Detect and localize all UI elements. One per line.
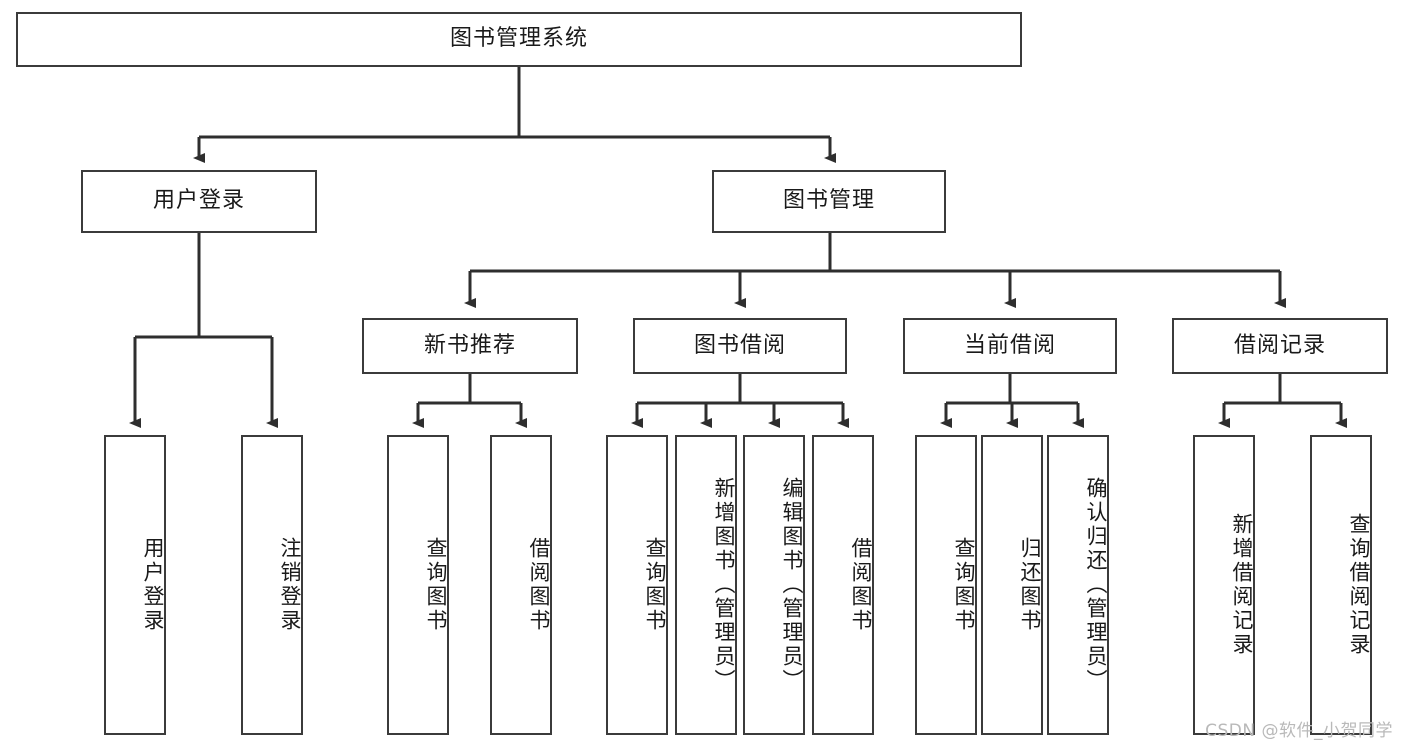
leaf-borrow-borrow-book[interactable]: 借阅图书 bbox=[812, 435, 874, 735]
leaf-current-query-book[interactable]: 查询图书 bbox=[915, 435, 977, 735]
leaf-current-confirm-return-admin[interactable]: 确认归还（管理员） bbox=[1047, 435, 1109, 735]
leaf-user-login-login[interactable]: 用户登录 bbox=[104, 435, 166, 735]
node-label: 查询借阅记录 bbox=[1347, 513, 1371, 657]
leaf-record-query-record[interactable]: 查询借阅记录 bbox=[1310, 435, 1372, 735]
node-label: 编辑图书（管理员） bbox=[780, 477, 804, 693]
node-user-login[interactable]: 用户登录 bbox=[81, 170, 317, 233]
node-label: 借阅图书 bbox=[849, 537, 873, 633]
node-label: 图书借阅 bbox=[693, 332, 786, 358]
node-book-management[interactable]: 图书管理 bbox=[712, 170, 946, 233]
node-label: 图书管理 bbox=[782, 188, 875, 214]
leaf-borrow-query-book[interactable]: 查询图书 bbox=[606, 435, 668, 735]
node-root-book-management-system[interactable]: 图书管理系统 bbox=[16, 12, 1022, 67]
node-book-borrow[interactable]: 图书借阅 bbox=[633, 318, 847, 374]
node-label: 注销登录 bbox=[278, 537, 302, 633]
node-label: 确认归还（管理员） bbox=[1084, 477, 1108, 693]
node-label: 查询图书 bbox=[643, 537, 667, 633]
node-label: 新书推荐 bbox=[423, 332, 516, 358]
node-current-borrow[interactable]: 当前借阅 bbox=[903, 318, 1117, 374]
leaf-borrow-add-book-admin[interactable]: 新增图书（管理员） bbox=[675, 435, 737, 735]
leaf-current-return-book[interactable]: 归还图书 bbox=[981, 435, 1043, 735]
node-label: 借阅图书 bbox=[527, 537, 551, 633]
leaf-record-add-record[interactable]: 新增借阅记录 bbox=[1193, 435, 1255, 735]
node-borrow-record[interactable]: 借阅记录 bbox=[1172, 318, 1388, 374]
node-label: 图书管理系统 bbox=[449, 26, 588, 52]
leaf-new-book-borrow[interactable]: 借阅图书 bbox=[490, 435, 552, 735]
node-label: 当前借阅 bbox=[963, 332, 1056, 358]
leaf-user-login-logout[interactable]: 注销登录 bbox=[241, 435, 303, 735]
node-label: 用户登录 bbox=[152, 188, 245, 214]
node-new-book-recommend[interactable]: 新书推荐 bbox=[362, 318, 578, 374]
node-label: 查询图书 bbox=[952, 537, 976, 633]
node-label: 归还图书 bbox=[1018, 537, 1042, 633]
leaf-new-book-query[interactable]: 查询图书 bbox=[387, 435, 449, 735]
node-label: 新增借阅记录 bbox=[1230, 513, 1254, 657]
node-label: 借阅记录 bbox=[1233, 332, 1326, 358]
node-label: 新增图书（管理员） bbox=[712, 477, 736, 693]
node-label: 用户登录 bbox=[141, 537, 165, 633]
node-label: 查询图书 bbox=[424, 537, 448, 633]
leaf-borrow-edit-book-admin[interactable]: 编辑图书（管理员） bbox=[743, 435, 805, 735]
